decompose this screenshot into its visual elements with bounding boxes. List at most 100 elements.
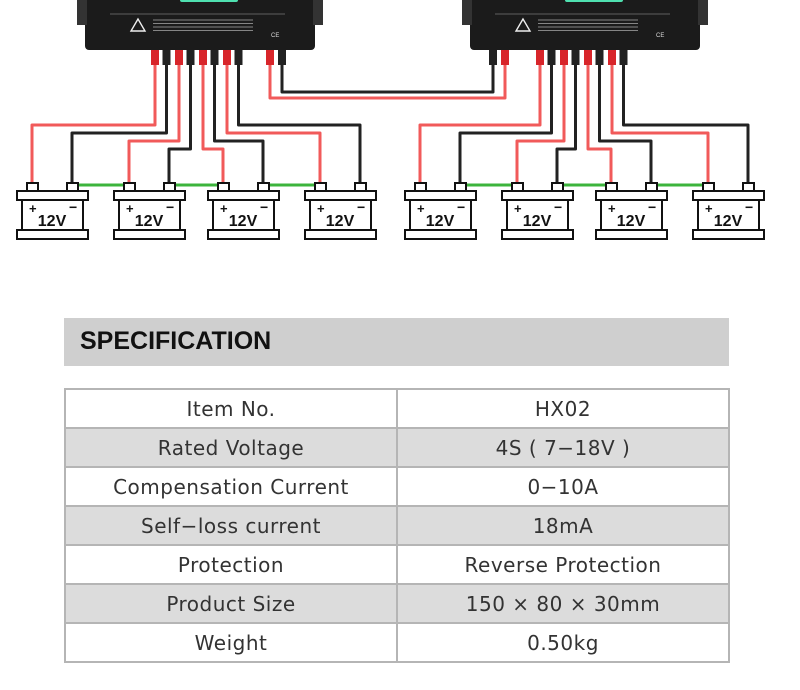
negative-terminal bbox=[162, 50, 171, 65]
battery-label: 12V bbox=[714, 213, 743, 230]
battery-lid bbox=[501, 190, 574, 201]
negative-terminal bbox=[186, 50, 195, 65]
positive-terminal bbox=[584, 50, 592, 65]
positive-wire bbox=[586, 60, 613, 185]
spec-label: Self−loss current bbox=[64, 505, 398, 546]
minus-sign: − bbox=[260, 199, 268, 215]
spec-value: Reverse Protection bbox=[396, 544, 730, 585]
device-body bbox=[470, 0, 700, 50]
battery-base bbox=[304, 229, 377, 240]
spec-label: Rated Voltage bbox=[64, 427, 398, 468]
battery-icon: 12V+ − bbox=[692, 182, 765, 240]
spec-label: Protection bbox=[64, 544, 398, 585]
battery-label: 12V bbox=[426, 213, 455, 230]
battery-base bbox=[404, 229, 477, 240]
negative-wire bbox=[555, 60, 577, 185]
specification-title: SPECIFICATION bbox=[80, 327, 272, 355]
negative-terminal bbox=[234, 50, 243, 65]
battery-lid bbox=[16, 190, 89, 201]
mounting-tab bbox=[462, 0, 472, 25]
spec-value: 150 × 80 × 30mm bbox=[396, 583, 730, 624]
minus-sign: − bbox=[166, 199, 174, 215]
spec-value: 0.50kg bbox=[396, 622, 730, 663]
battery-base bbox=[595, 229, 668, 240]
minus-sign: − bbox=[554, 199, 562, 215]
battery-base bbox=[16, 229, 89, 240]
battery-body bbox=[409, 199, 472, 231]
negative-terminal bbox=[489, 50, 497, 65]
plus-sign: + bbox=[126, 201, 134, 216]
negative-terminal bbox=[547, 50, 556, 65]
battery-post bbox=[511, 182, 524, 192]
positive-wire bbox=[515, 60, 566, 185]
ce-mark: CE bbox=[271, 33, 279, 39]
spec-value: 4S ( 7−18V ) bbox=[396, 427, 730, 468]
positive-wire bbox=[30, 60, 157, 185]
battery-icon: 12V+ − bbox=[113, 182, 186, 240]
plus-sign: + bbox=[514, 201, 522, 216]
plus-sign: + bbox=[317, 201, 325, 216]
warning-icon bbox=[514, 17, 532, 32]
device-body bbox=[85, 0, 315, 50]
negative-terminal bbox=[619, 50, 628, 65]
battery-lid bbox=[207, 190, 280, 201]
battery-post bbox=[257, 182, 270, 192]
minus-sign: − bbox=[745, 199, 753, 215]
positive-terminal bbox=[199, 50, 207, 65]
positive-terminal bbox=[175, 50, 183, 65]
negative-wire bbox=[237, 60, 362, 185]
battery-post bbox=[742, 182, 755, 192]
positive-terminal bbox=[501, 50, 509, 65]
spec-value: HX02 bbox=[396, 388, 730, 429]
ce-mark: CE bbox=[656, 33, 664, 39]
battery-icon: 12V+− bbox=[207, 182, 280, 240]
plus-sign: + bbox=[705, 201, 713, 216]
balancer-device-1: CE bbox=[77, 0, 323, 50]
positive-wire bbox=[418, 60, 542, 185]
battery-base bbox=[207, 229, 280, 240]
mounting-tab bbox=[313, 0, 323, 25]
specification-header: SPECIFICATION bbox=[64, 318, 729, 366]
positive-wire bbox=[127, 60, 181, 185]
battery-post bbox=[123, 182, 136, 192]
battery-post bbox=[454, 182, 467, 192]
battery-lid bbox=[692, 190, 765, 201]
bus-negative-wire bbox=[280, 60, 495, 94]
battery-label: 12V bbox=[326, 213, 355, 230]
minus-sign: − bbox=[357, 199, 365, 215]
negative-terminal bbox=[571, 50, 580, 65]
battery-icon: 12V+− bbox=[16, 182, 89, 240]
negative-terminal bbox=[278, 50, 286, 65]
battery-label: 12V bbox=[617, 213, 646, 230]
battery-label: 12V bbox=[135, 213, 164, 230]
minus-sign: − bbox=[648, 199, 656, 215]
battery-icon: 12V+− bbox=[404, 182, 477, 240]
positive-terminal bbox=[223, 50, 231, 65]
battery-lid bbox=[304, 190, 377, 201]
spec-value: 0−10A bbox=[396, 466, 730, 507]
battery-post bbox=[354, 182, 367, 192]
display-screen bbox=[180, 0, 238, 2]
balancer-device-2: CE bbox=[462, 0, 708, 50]
battery-base bbox=[113, 229, 186, 240]
mounting-tab bbox=[698, 0, 708, 25]
battery-post bbox=[26, 182, 39, 192]
battery-post bbox=[645, 182, 658, 192]
battery-lid bbox=[404, 190, 477, 201]
positive-wire bbox=[225, 60, 322, 185]
battery-label: 12V bbox=[523, 213, 552, 230]
bus-positive-wire bbox=[268, 60, 507, 100]
spec-label: Product Size bbox=[64, 583, 398, 624]
negative-wire bbox=[622, 60, 750, 185]
battery-icon: 12V+ − bbox=[304, 182, 377, 240]
positive-wire bbox=[610, 60, 710, 185]
positive-wire bbox=[201, 60, 225, 185]
positive-terminal bbox=[536, 50, 544, 65]
plus-sign: + bbox=[29, 201, 37, 216]
